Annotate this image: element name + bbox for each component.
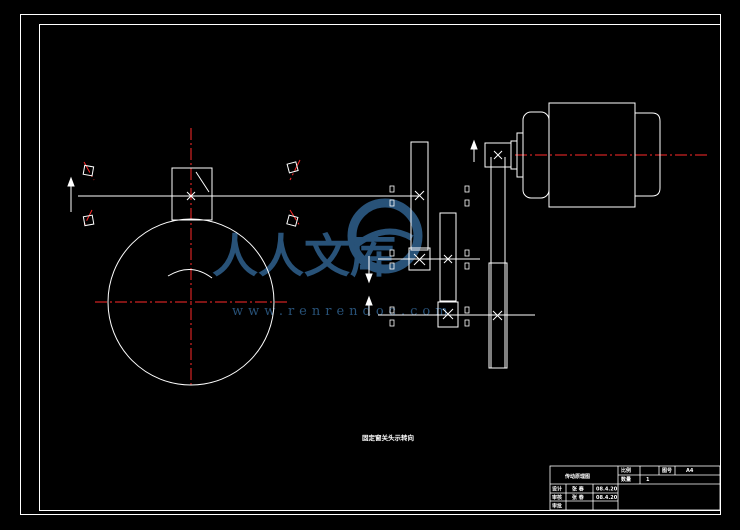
mechanism xyxy=(78,102,661,386)
row-checker-role: 审核 xyxy=(552,494,562,501)
gear-2-upper xyxy=(439,212,457,302)
gear-2-pinion-cross-b xyxy=(442,308,454,320)
right-bearing-upper-centerline xyxy=(289,159,301,181)
gear-box-cross-b xyxy=(186,191,196,201)
right-bearing-lower xyxy=(286,214,299,227)
drum-rotation-arc xyxy=(167,269,213,279)
title-block-text: 传动原理图 比例 图号 A4 数量 1 设计 张 春 08.4.20 审核 张 … xyxy=(552,467,694,510)
watermark-logo-swoosh xyxy=(353,228,414,249)
belt-pulley-cross-b xyxy=(492,310,503,321)
row-designer-name: 张 春 xyxy=(572,486,585,493)
gear-box-hatch xyxy=(195,171,210,193)
gear-1-upper xyxy=(410,141,429,251)
row-designer-date: 08.4.20 xyxy=(596,487,618,493)
title-block xyxy=(549,465,721,511)
inner-border xyxy=(39,24,721,511)
count-value: 1 xyxy=(646,477,650,483)
row-approver-role: 审批 xyxy=(552,503,562,510)
motor-pulley-cross-b xyxy=(493,150,503,160)
motor-body xyxy=(548,102,636,208)
direction-arrows xyxy=(67,139,478,316)
drawing-title: 固定窗关头示转向 xyxy=(362,433,415,442)
scale-value: A4 xyxy=(686,468,694,474)
motor-fan-cover xyxy=(635,112,661,197)
left-bearing-lower-centerline xyxy=(83,209,93,227)
watermark-url: www.renrendoc.com xyxy=(232,304,453,319)
drum-circle xyxy=(107,218,275,386)
left-bearing-upper-centerline xyxy=(83,161,95,181)
drawing-name: 传动原理图 xyxy=(564,473,590,480)
watermark-logo-ring xyxy=(347,198,423,274)
worm-gear-box xyxy=(171,167,213,221)
belt-pulley-large xyxy=(488,262,508,369)
count-label: 数量 xyxy=(621,476,631,483)
material-label: 比例 xyxy=(621,467,631,474)
watermark: 人人文库 www.renrendoc.com xyxy=(212,198,453,319)
watermark-brand: 人人文库 xyxy=(212,229,396,283)
row-checker-date: 08.4.20 xyxy=(596,495,618,501)
left-bearing-upper xyxy=(82,164,95,177)
row-designer-role: 设计 xyxy=(552,486,562,493)
row-checker-name: 张 春 xyxy=(572,494,585,501)
left-bearing-lower xyxy=(82,214,95,227)
center-lines xyxy=(83,128,708,388)
right-bearing-lower-centerline xyxy=(289,209,301,227)
right-bearing-upper xyxy=(286,161,299,174)
scale-label: 图号 xyxy=(662,467,672,474)
bearing-symbols xyxy=(389,185,470,327)
gear-1-cross-b xyxy=(414,190,425,201)
